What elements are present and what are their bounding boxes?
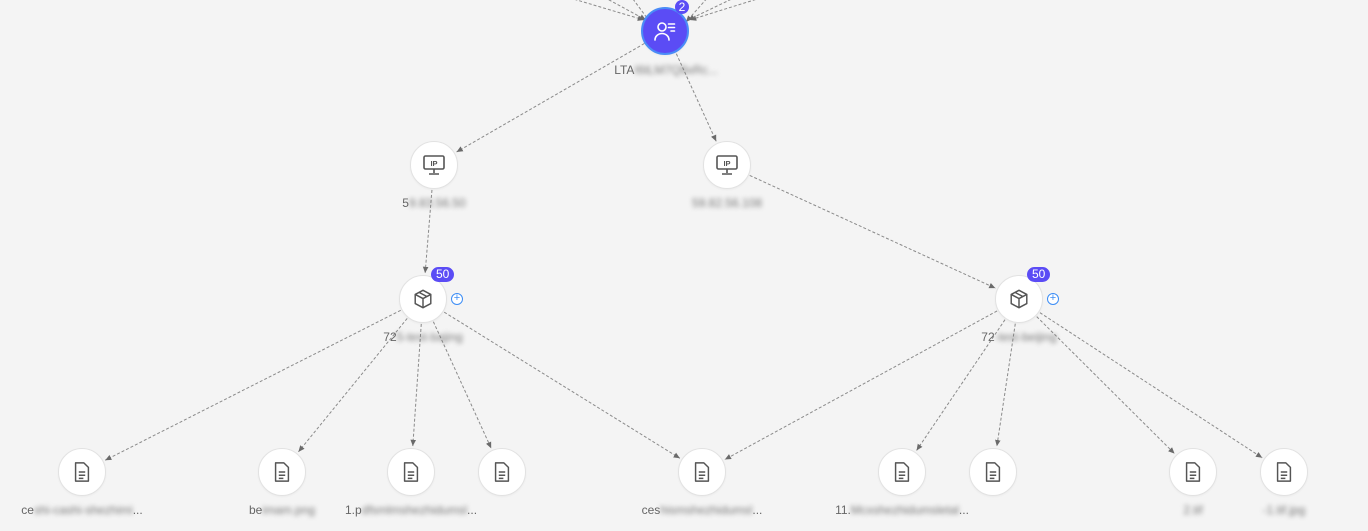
file-icon [985, 462, 1001, 482]
file-node[interactable] [878, 448, 926, 496]
file-node[interactable] [969, 448, 1017, 496]
edge-arrow [916, 319, 1006, 451]
file-node[interactable] [387, 448, 435, 496]
ip-monitor-icon: IP [423, 155, 445, 175]
box-icon [414, 289, 432, 309]
box-icon [1010, 289, 1028, 309]
bucket-node[interactable] [995, 275, 1043, 323]
root-badge: 2 [675, 0, 689, 14]
file-icon [403, 462, 419, 482]
edge-arrow [104, 309, 401, 461]
edge-arrow [633, 0, 651, 23]
file-icon [274, 462, 290, 482]
edge-arrow [685, 0, 707, 23]
expand-button[interactable]: + [1047, 293, 1059, 305]
file-node[interactable] [258, 448, 306, 496]
edge-arrow [443, 311, 681, 459]
bucket-label: 725-test-bajing [383, 330, 463, 344]
edge-arrow [995, 323, 1016, 447]
edge-arrow [675, 53, 717, 142]
svg-text:IP: IP [723, 159, 730, 168]
file-label: ceshismshezhidumsl... [641, 503, 763, 517]
file-icon [1185, 462, 1201, 482]
file-icon [74, 462, 90, 482]
file-icon [494, 462, 510, 482]
file-label: 2.tif [1183, 503, 1203, 517]
file-label: beimam.png [248, 503, 316, 517]
root-node[interactable] [641, 7, 689, 55]
ip-node[interactable]: IP [703, 141, 751, 189]
ip-label: 59.82.56.108 [691, 196, 763, 210]
file-label: 11.Mcxshezhidumsletal... [835, 503, 969, 517]
file-node[interactable] [58, 448, 106, 496]
file-label: -1.tif.jpg [1262, 503, 1306, 517]
expand-button[interactable]: + [451, 293, 463, 305]
file-icon [694, 462, 710, 482]
svg-text:IP: IP [430, 159, 437, 168]
file-icon [1276, 462, 1292, 482]
edge-arrow [575, 0, 645, 21]
file-node[interactable] [478, 448, 526, 496]
edges-layer [104, 0, 1263, 461]
edge-arrow [749, 174, 996, 289]
ip-label: 59.83.56.50 [402, 196, 466, 210]
file-node[interactable] [1169, 448, 1217, 496]
file-icon [894, 462, 910, 482]
ip-node[interactable]: IP [410, 141, 458, 189]
edge-arrow [432, 321, 492, 449]
bucket-label: 72-test-beijing [981, 330, 1057, 344]
edge-arrow [1039, 312, 1263, 459]
file-label: 1.pdfsmlmshezhidumsl... [344, 503, 478, 517]
edge-arrow [687, 0, 731, 21]
edge-arrow [298, 318, 408, 453]
edge-arrow [410, 323, 422, 447]
edge-arrow [456, 43, 645, 153]
file-node[interactable] [1260, 448, 1308, 496]
edge-arrow [422, 189, 433, 274]
file-label: ceshi-cashi-shezhimi... [21, 503, 143, 517]
edge-arrow [689, 0, 756, 21]
user-key-icon [654, 22, 676, 41]
ip-monitor-icon: IP [716, 155, 738, 175]
bucket-node[interactable] [399, 275, 447, 323]
root-label: LTAI6tLM7Q8xRc... [614, 63, 718, 77]
bucket-badge: 50 [431, 267, 455, 282]
file-node[interactable] [678, 448, 726, 496]
edge-arrow [1036, 316, 1175, 455]
edge-arrow [724, 310, 998, 460]
edge-arrow [608, 0, 647, 21]
bucket-badge: 50 [1027, 267, 1051, 282]
